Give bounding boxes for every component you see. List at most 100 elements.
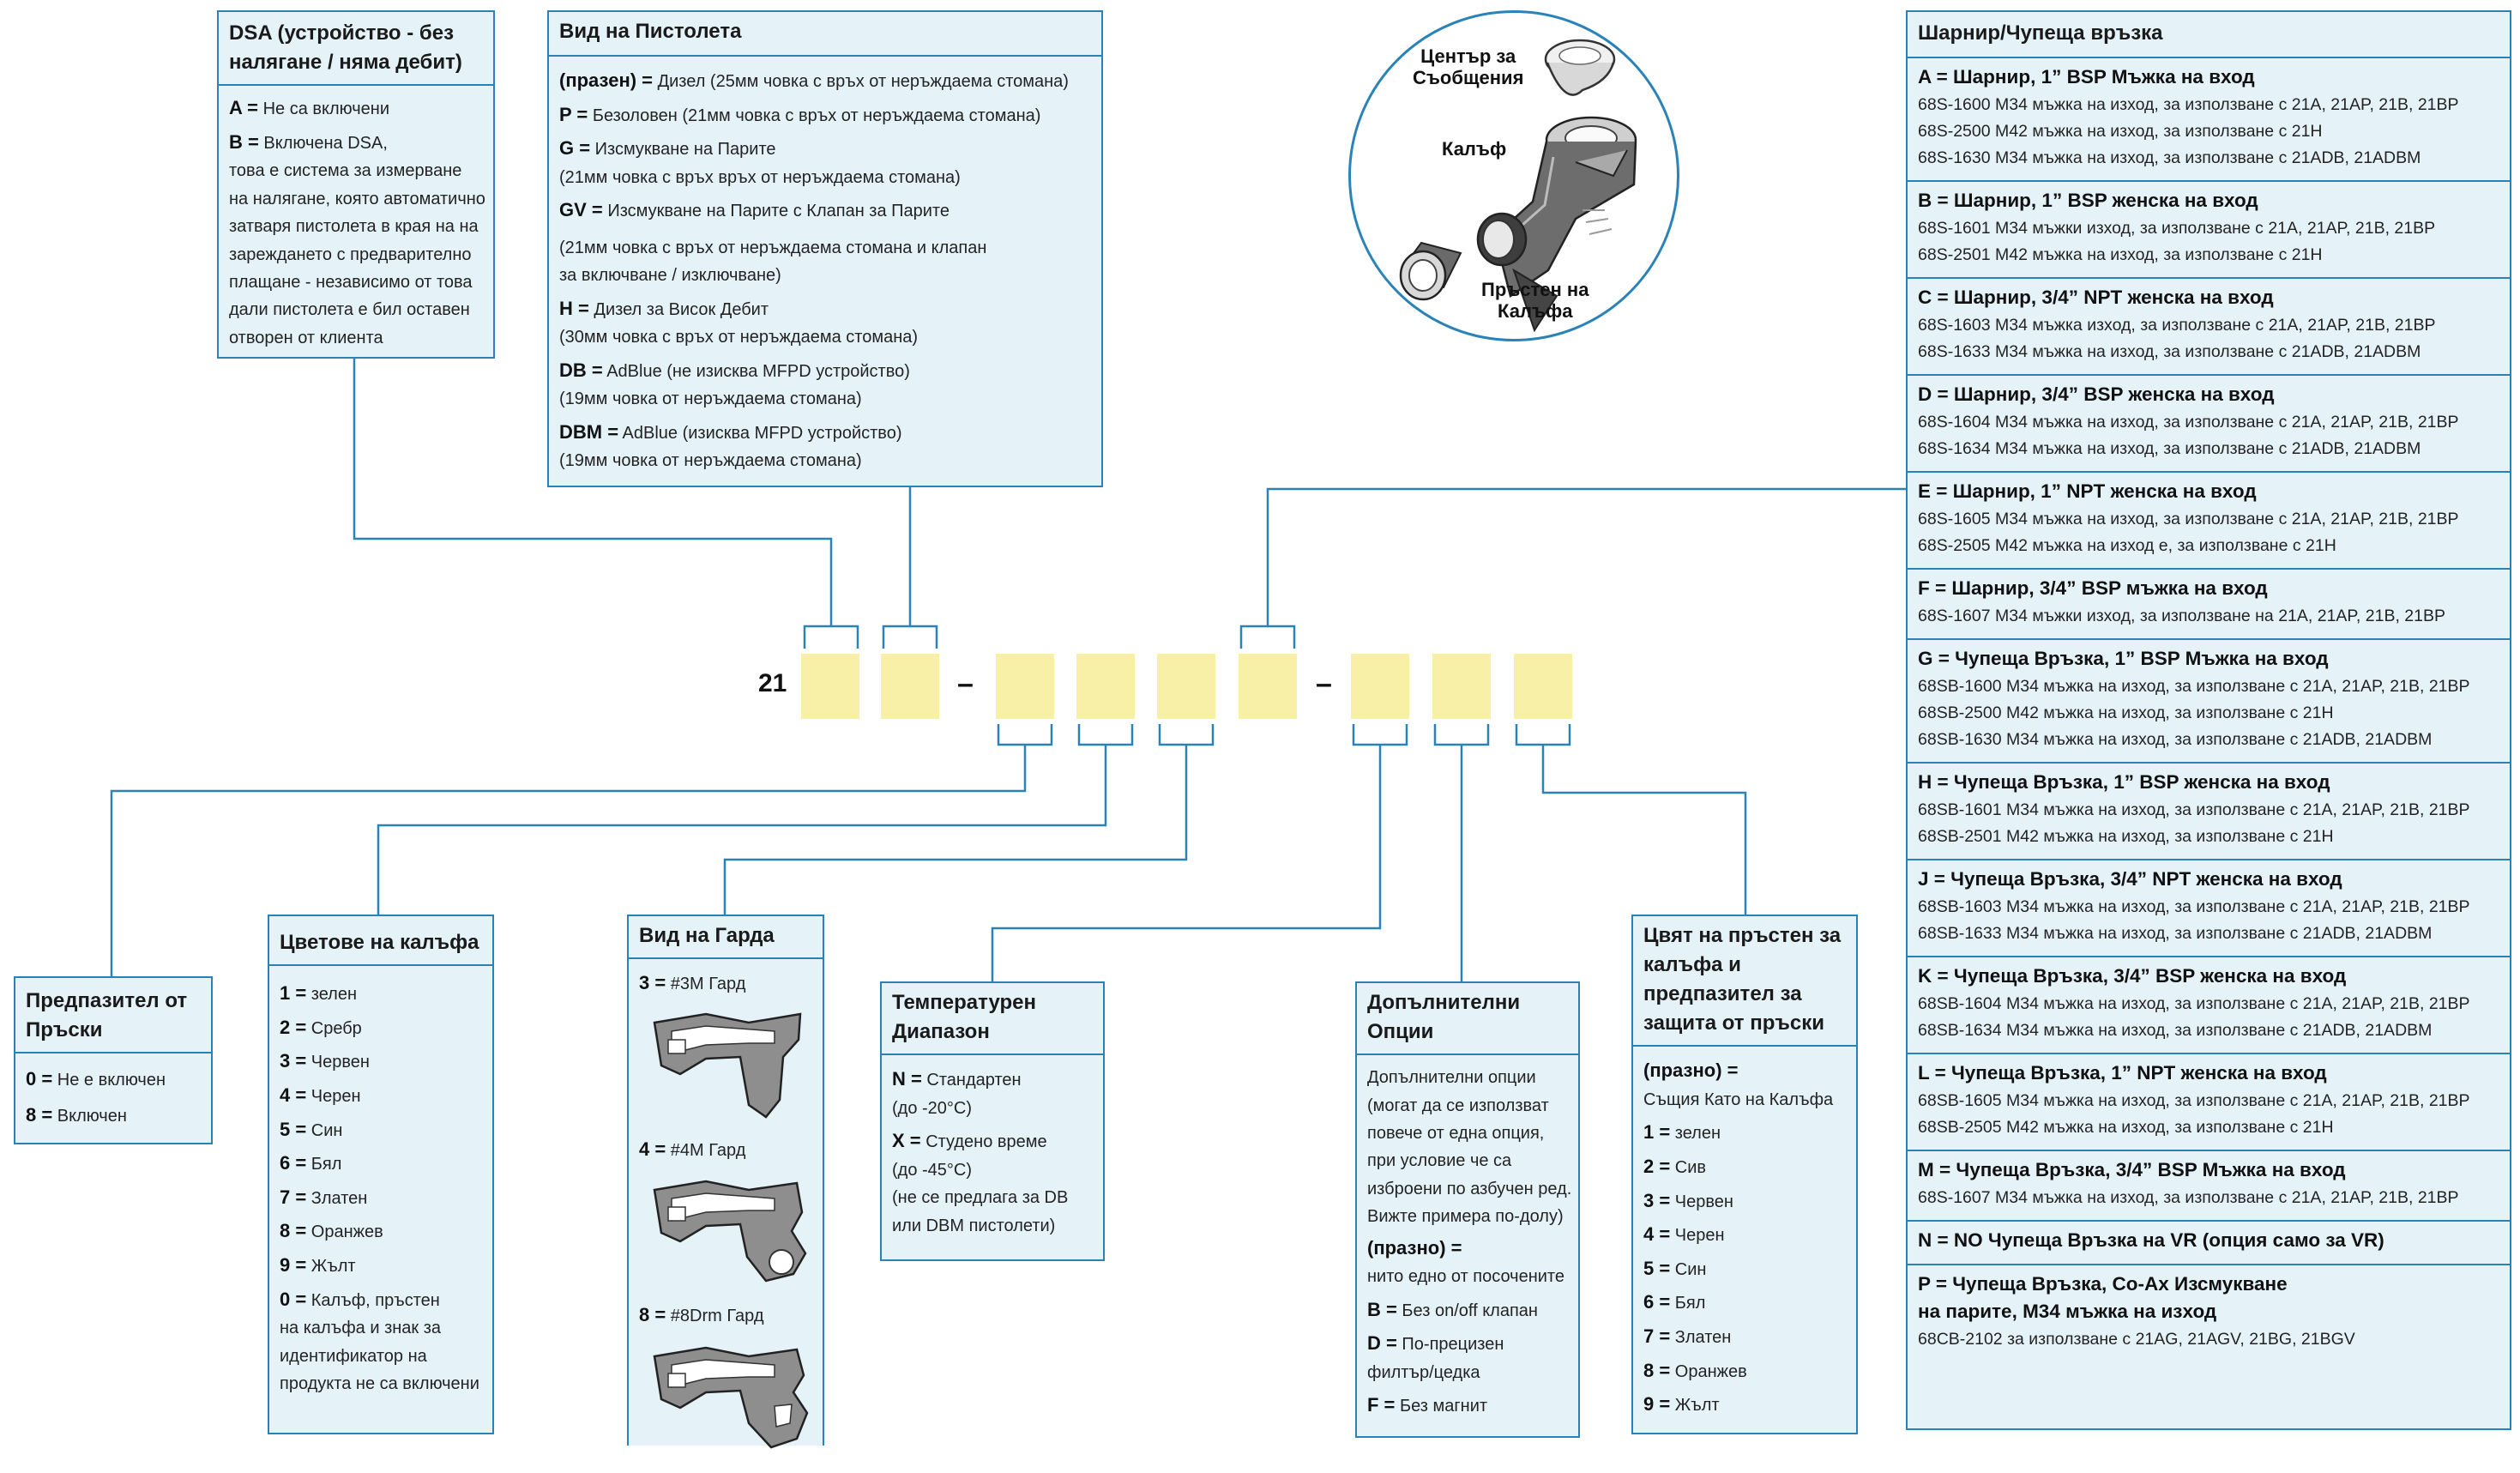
swivel-option-title: C = Шарнир, 3/4” NPT женска на вход <box>1918 287 2274 309</box>
swivel-part-line: 68S-1634 M34 мъжка на изход, за използва… <box>1918 439 2421 459</box>
swivel-option-title: G = Чупеща Връзка, 1” BSP Мъжка на вход <box>1918 648 2329 670</box>
bootcolor-option: 9 = Жълт <box>280 1254 356 1277</box>
swivel-part-line: 68SB-1600 M34 мъжка на изход, за използв… <box>1918 676 2470 696</box>
swivel-part-line: 68S-2500 M42 мъжка на изход, за използва… <box>1918 121 2323 141</box>
guard-4m-icon <box>653 1180 807 1283</box>
bootcolor-zero-desc: идентификатор на <box>280 1346 427 1366</box>
splash-title: Предпазител от Пръски <box>15 978 211 1054</box>
swivel-box: Шарнир/Чупеща връзка A = Шарнир, 1” BSP … <box>1906 10 2511 1430</box>
ringcolor-option: 3 = Червен <box>1643 1189 1733 1211</box>
options-intro: (могат да се използват <box>1367 1096 1549 1115</box>
temp-option-cont: (до -20°C) <box>892 1098 973 1118</box>
swivel-option-title: E = Шарнир, 1” NPT женска на вход <box>1918 480 2257 503</box>
dsa-box: DSA (устройство - без налягане / няма де… <box>217 10 495 359</box>
options-option-f: F = Без магнит <box>1367 1394 1488 1416</box>
bootcolor-option: 5 = Син <box>280 1118 343 1140</box>
ringcolor-option: 1 = зелен <box>1643 1121 1721 1144</box>
dsa-b-desc: отворен от клиента <box>229 328 383 347</box>
nozzle-type-box: Вид на Пистолета (празен) = Дизел (25мм … <box>547 10 1103 487</box>
bootcolor-title: Цветове на калъфа <box>269 916 492 967</box>
bootcolor-option: 4 = Черен <box>280 1084 361 1106</box>
swivel-option-title: D = Шарнир, 3/4” BSP женска на вход <box>1918 383 2275 406</box>
swivel-option-title: P = Чупеща Връзка, Co-Ax Изсмукване <box>1918 1272 2288 1295</box>
swivel-part-line: 68S-2505 M42 мъжка на изход е, за използ… <box>1918 536 2336 556</box>
temperature-box: Температурен Диапазон N = Стандартен (до… <box>880 981 1105 1261</box>
guard-8drm-icon <box>653 1346 809 1449</box>
dsa-title: DSA (устройство - без налягане / няма де… <box>219 12 493 87</box>
swivel-option: J = Чупеща Връзка, 3/4” NPT женска на вх… <box>1908 860 2510 958</box>
nozzle-option: DB = AdBlue (не изисква MFPD устройство) <box>559 359 910 381</box>
options-intro: повече от една опция, <box>1367 1123 1545 1143</box>
nozzle-option-cont: за включване / изключване) <box>559 266 781 286</box>
bootcolor-zero-desc: на калъфа и знак за <box>280 1319 442 1338</box>
guard-type-box: Вид на Гарда 3 = #3M Гард 4 = #4M Гард 8… <box>627 915 824 1449</box>
swivel-option-title: N = NO Чупеща Връзка на VR (опция само з… <box>1918 1229 2384 1252</box>
code-slot-6 <box>1239 654 1297 719</box>
bootcolor-option: 7 = Златен <box>280 1186 368 1208</box>
options-intro: Допълнителни опции <box>1367 1068 1536 1088</box>
dsa-b-desc: дали пистолета е бил оставен <box>229 300 470 320</box>
swivel-part-line: 68S-1604 M34 мъжка на изход, за използва… <box>1918 412 2459 432</box>
swivel-part-line: 68SB-1604 M34 мъжка на изход, за използв… <box>1918 993 2470 1013</box>
swivel-part-line: 68SB-1601 M34 мъжка на изход, за използв… <box>1918 800 2470 819</box>
nozzle-option-cont: (21мм човка с връх връх от неръждаема ст… <box>559 167 961 187</box>
swivel-part-line: 68S-1607 M34 мъжка на изход, за използва… <box>1918 1187 2459 1207</box>
label-boot: Калъф <box>1442 138 1507 160</box>
temp-option-cont: (до -45°C) <box>892 1160 973 1180</box>
swivel-part-line: 68SB-1603 M34 мъжка на изход, за използв… <box>1918 896 2470 916</box>
ringcolor-title: Цвят на пръстен за калъфа и предпазител … <box>1633 916 1856 1047</box>
code-slot-8 <box>1432 654 1491 719</box>
nozzle-option-cont: (30мм човка с връх от неръждаема стомана… <box>559 328 919 347</box>
code-slot-7 <box>1351 654 1409 719</box>
temp-option-cont: или DBM пистолети) <box>892 1216 1056 1235</box>
swivel-title: Шарнир/Чупеща връзка <box>1908 12 2510 59</box>
ringcolor-blank: (празно) = <box>1643 1059 1739 1082</box>
dsa-b-desc: това е система за измерване <box>229 161 462 181</box>
nozzle-option: H = Дизел за Висок Дебит <box>559 297 769 319</box>
temp-option-n: N = Стандартен <box>892 1068 1022 1090</box>
swivel-option-title: H = Чупеща Връзка, 1” BSP женска на вход <box>1918 771 2330 794</box>
options-blank-text: нито едно от посочените <box>1367 1267 1564 1287</box>
ringcolor-option: 7 = Златен <box>1643 1325 1732 1348</box>
dsa-b-desc: плащане - независимо от това <box>229 272 473 292</box>
code-slot-1 <box>801 654 859 719</box>
options-option-d: D = По-прецизен <box>1367 1332 1504 1355</box>
nozzle-option: GV = Изсмукване на Парите с Клапан за Па… <box>559 199 950 221</box>
code-dash: – <box>957 667 974 700</box>
swivel-option-title: K = Чупеща Връзка, 3/4” BSP женска на вх… <box>1918 965 2347 987</box>
swivel-option-title: A = Шарнир, 1” BSP Мъжка на вход <box>1918 66 2255 88</box>
swivel-option: P = Чупеща Връзка, Co-Ax Изсмукване на па… <box>1908 1265 2510 1361</box>
swivel-part-line: 68SB-1633 M34 мъжка на изход, за използв… <box>1918 924 2433 944</box>
swivel-option-title: B = Шарнир, 1” BSP женска на вход <box>1918 190 2258 212</box>
ring-color-box: Цвят на пръстен за калъфа и предпазител … <box>1631 915 1858 1434</box>
dsa-b-desc: зареждането с предварително <box>229 244 472 264</box>
nozzle-option: P = Безоловен (21мм човка с връх от неръ… <box>559 103 1041 125</box>
ringcolor-option: 2 = Сив <box>1643 1155 1707 1177</box>
ringcolor-option: 6 = Бял <box>1643 1291 1706 1313</box>
dsa-b-desc: затваря пистолета в края на на <box>229 217 479 237</box>
bootcolor-zero-desc: продукта не са включени <box>280 1374 479 1394</box>
swivel-option: D = Шарнир, 3/4” BSP женска на вход 68S-1… <box>1908 376 2510 474</box>
boot-ring-icon <box>1399 241 1462 301</box>
ringcolor-option: 5 = Син <box>1643 1257 1707 1279</box>
code-prefix: 21 <box>758 669 787 697</box>
temp-title: Температурен Диапазон <box>882 983 1103 1056</box>
swivel-part-line: 68SB-1605 M34 мъжка на изход, за използв… <box>1918 1090 2470 1110</box>
swivel-part-line: 68SB-2500 M42 мъжка на изход, за използв… <box>1918 703 2334 722</box>
message-center-icon <box>1544 39 1616 96</box>
bootcolor-option: 8 = Оранжев <box>280 1220 383 1242</box>
options-box: Допълнителни Опции Допълнителни опции (м… <box>1355 981 1580 1438</box>
temp-option-cont: (не се предлага за DB <box>892 1188 1069 1208</box>
dsa-option-b: B = Включена DSA, <box>229 130 388 153</box>
swivel-option-title: J = Чупеща Връзка, 3/4” NPT женска на вх… <box>1918 868 2342 890</box>
nozzle-title: Вид на Пистолета <box>549 12 1101 57</box>
swivel-option: L = Чупеща Връзка, 1” NPT женска на вход… <box>1908 1054 2510 1152</box>
temp-option-x: X = Студено време <box>892 1130 1047 1152</box>
code-slot-9 <box>1514 654 1572 719</box>
swivel-part-line: 68S-1605 M34 мъжка на изход, за използва… <box>1918 509 2459 528</box>
swivel-option-title: на парите, M34 мъжка на изход <box>1918 1301 2217 1323</box>
